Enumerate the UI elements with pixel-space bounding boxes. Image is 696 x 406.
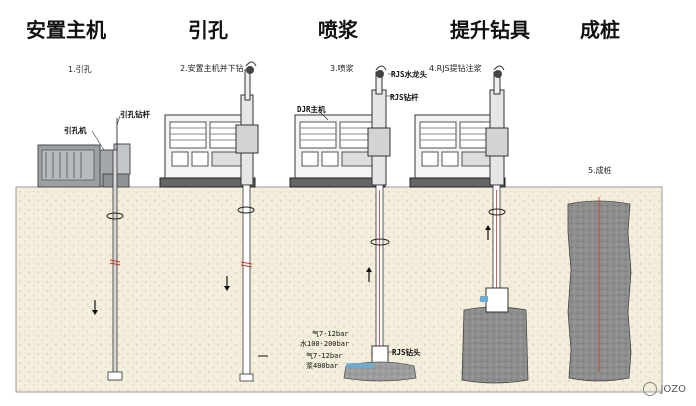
param-grout: 浆400bar [306, 362, 339, 370]
param-air-1: 气7-12bar [312, 330, 349, 338]
param-water: 水100-200bar [300, 340, 350, 348]
caption-step-4: 4.RJS提钻注浆 [429, 64, 482, 73]
caption-step-1: 1.引孔 [68, 65, 92, 74]
drill-rod-stage-2 [224, 184, 268, 382]
leader-djr-host [319, 111, 329, 121]
param-air-2: 气7-12bar [306, 352, 343, 360]
label-rjs-rod: RJS钻杆 [390, 93, 419, 102]
soil-ground [15, 186, 663, 393]
header-pre-drilling: 引孔 [188, 18, 228, 42]
jet-grout-zone-stage-3 [343, 361, 417, 382]
leader-drill-rod [116, 115, 121, 126]
djr-rig-stage-4 [409, 65, 509, 188]
djr-rig-stage-2 [159, 61, 259, 188]
watermark-text: JOZO [660, 383, 686, 395]
header-grouting: 喷浆 [318, 18, 358, 42]
header-lift-drill: 提升钻具 [450, 18, 530, 42]
caption-step-5: 5.成桩 [588, 166, 612, 175]
label-drill-machine: 引孔机 [64, 126, 87, 135]
drill-machine-stage-1 [37, 143, 131, 188]
watermark: JOZO [643, 382, 686, 396]
header-pile-formation: 成桩 [580, 18, 620, 42]
leader-drill-machine [91, 130, 105, 151]
djr-rig-stage-3 [289, 65, 391, 188]
label-rjs-swivel: RJS水龙头 [391, 70, 428, 79]
label-drill-rod: 引孔钻杆 [120, 110, 150, 119]
caption-step-2: 2.安置主机并下钻 [180, 64, 244, 73]
label-rjs-bit: RJS钻头 [392, 348, 421, 357]
finished-pile-stage-5 [567, 197, 632, 382]
header-place-host: 安置主机 [26, 18, 106, 42]
caption-step-3: 3.喷浆 [330, 64, 354, 73]
label-djr-host: DJR主机 [297, 105, 326, 114]
pile-body-stage-4 [461, 287, 529, 384]
wechat-logo-icon [643, 382, 658, 396]
drill-rod-stage-1 [92, 118, 124, 381]
